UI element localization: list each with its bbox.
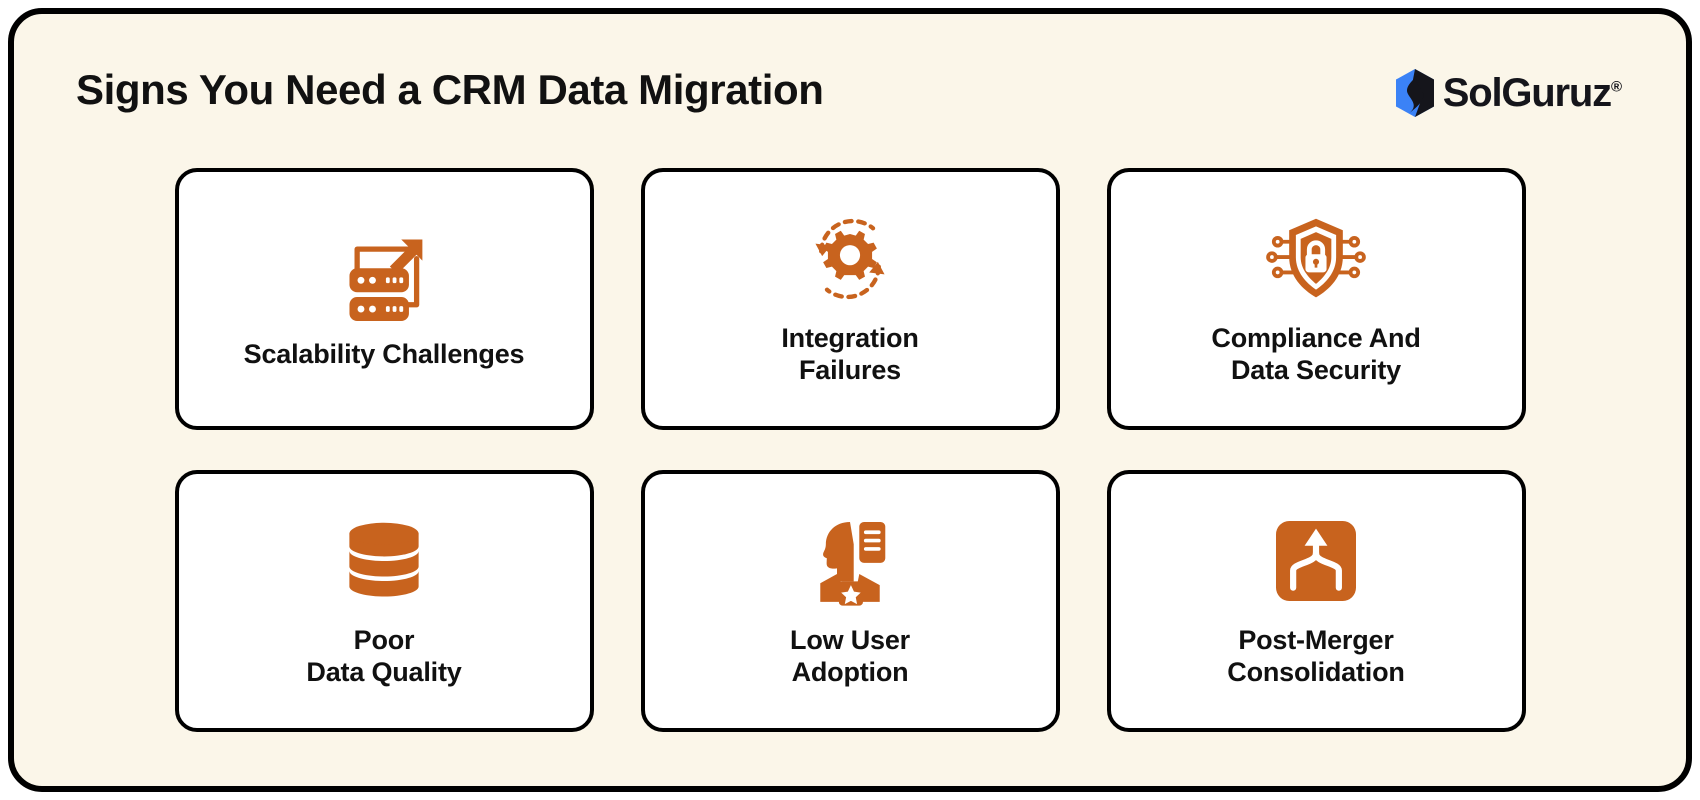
card-compliance-and-data-security[interactable]: Compliance And Data Security [1106, 168, 1526, 430]
registered-trademark-icon: ® [1610, 78, 1622, 96]
card-integration-failures[interactable]: Integration Failures [640, 168, 1060, 430]
card-label: Scalability Challenges [243, 339, 525, 370]
card-label: Poor Data Quality [306, 625, 462, 687]
card-poor-data-quality[interactable]: Poor Data Quality [174, 470, 594, 732]
solguruz-hexagon-bolt-icon [1393, 68, 1437, 118]
infographic-panel: Signs You Need a CRM Data Migration SolG… [8, 8, 1692, 792]
page-title: Signs You Need a CRM Data Migration [76, 66, 824, 113]
card-label: Integration Failures [781, 323, 919, 385]
logo-wordmark-text: SolGuruz [1442, 70, 1612, 115]
logo-wordmark: SolGuruz® [1443, 71, 1622, 116]
card-label: Compliance And Data Security [1211, 323, 1421, 385]
shield-lock-circuit-icon [1264, 207, 1368, 311]
card-scalability-challenges[interactable]: Scalability Challenges [174, 168, 594, 430]
gear-sync-arrows-icon [802, 207, 898, 311]
merge-arrow-square-icon [1276, 509, 1356, 613]
card-label: Low User Adoption [790, 625, 910, 687]
brand-logo: SolGuruz® [1393, 68, 1622, 118]
card-post-merger-consolidation[interactable]: Post-Merger Consolidation [1106, 470, 1526, 732]
card-label: Post-Merger Consolidation [1227, 625, 1405, 687]
server-growth-arrow-icon [334, 223, 434, 327]
user-profile-checklist-star-icon [811, 509, 889, 613]
signs-grid: Scalability Challenges [72, 168, 1628, 732]
database-stack-icon [343, 509, 425, 613]
card-low-user-adoption[interactable]: Low User Adoption [640, 470, 1060, 732]
header: Signs You Need a CRM Data Migration SolG… [72, 54, 1628, 146]
